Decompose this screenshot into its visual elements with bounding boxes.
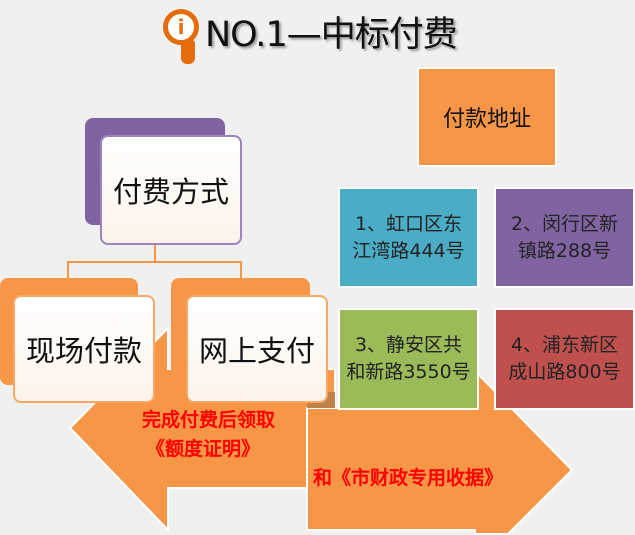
address-card-1: 1、虹口区东江湾路444号: [338, 187, 479, 288]
address-line: 镇路288号: [517, 239, 612, 262]
address-card-2: 2、闵行区新镇路288号: [494, 187, 635, 288]
connector: [67, 261, 242, 263]
address-card-3: 3、静安区共和新路3550号: [338, 308, 479, 410]
connector: [240, 261, 242, 278]
connector: [67, 261, 69, 278]
connector: [154, 245, 156, 262]
page-title: NO.1—中标付费: [205, 15, 458, 55]
address-line: 成山路800号: [508, 361, 621, 383]
address-line: 3、静安区共: [354, 334, 463, 356]
option-online-payment: 网上支付: [186, 295, 328, 403]
address-line: 1、虹口区东: [354, 212, 463, 235]
left-arrow-text-line2: 《额度证明》: [146, 438, 261, 460]
address-line: 4、浦东新区: [510, 334, 619, 356]
pointer-hand-icon: [181, 40, 195, 64]
address-line: 和新路3550号: [346, 361, 471, 383]
address-line: 2、闵行区新: [510, 212, 619, 235]
payment-address-heading: 付款地址: [417, 67, 557, 167]
right-arrow-text: 和《市财政专用收据》: [313, 467, 504, 489]
payment-methods-heading: 付费方式: [100, 135, 242, 245]
option-onsite-payment: 现场付款: [13, 295, 155, 403]
address-card-4: 4、浦东新区成山路800号: [494, 308, 635, 410]
address-line: 江湾路444号: [352, 239, 465, 262]
left-arrow-text-line1: 完成付费后领取: [142, 409, 276, 431]
